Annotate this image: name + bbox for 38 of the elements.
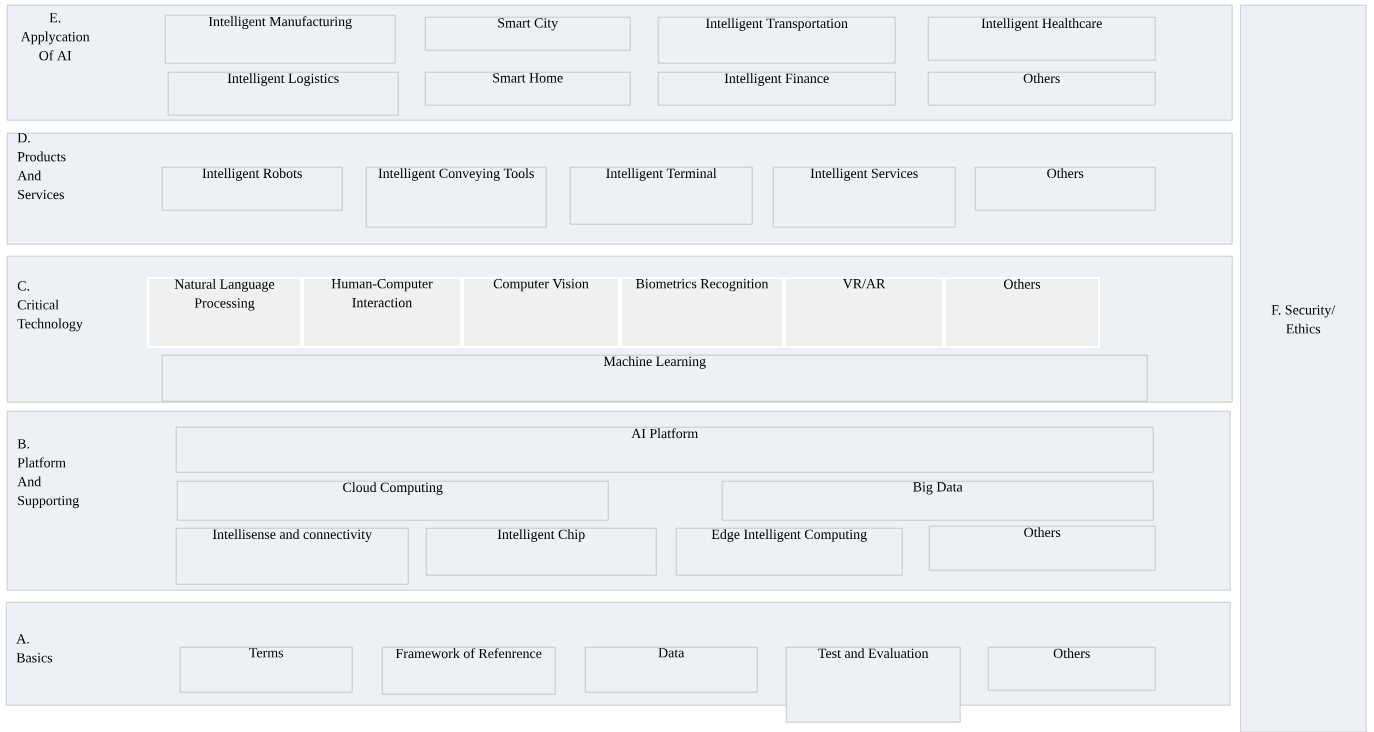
item-box: Data xyxy=(585,647,758,693)
item-box: Framework of Refenrence xyxy=(382,647,556,695)
item-box: AI Platform xyxy=(176,427,1154,473)
layer-heading: D. Products And Services xyxy=(17,133,66,200)
item-box: Machine Learning xyxy=(162,355,1148,402)
item-box: Intelligent Robots xyxy=(162,167,343,211)
item-box: Intelligent Finance xyxy=(658,72,896,106)
item-box: Intellisense and connectivity xyxy=(176,528,409,585)
item-box: Others xyxy=(929,526,1156,571)
technology-cell: Others xyxy=(944,277,1100,348)
technology-cell: Human-Computer Interaction xyxy=(302,277,462,348)
item-box: Intelligent Conveying Tools xyxy=(366,167,547,228)
item-box: Big Data xyxy=(722,481,1154,521)
item-box: Terms xyxy=(180,647,353,693)
layer-heading: E. Applycation Of AI xyxy=(20,13,90,61)
item-box: Edge Intelligent Computing xyxy=(676,528,903,576)
item-box: Intelligent Transportation xyxy=(658,17,896,64)
item-box: Others xyxy=(928,72,1156,106)
item-box: Intelligent Services xyxy=(773,167,956,228)
item-box: Smart Home xyxy=(425,72,631,106)
item-box: Intelligent Terminal xyxy=(570,167,753,225)
layer-heading: F. Security/ Ethics xyxy=(1271,305,1336,334)
layer-heading: A. Basics xyxy=(16,634,53,663)
technology-cell: Computer Vision xyxy=(462,277,620,348)
item-box: Intelligent Logistics xyxy=(168,72,399,116)
item-box: Intelligent Chip xyxy=(426,528,657,576)
item-box: Intelligent Manufacturing xyxy=(165,15,396,64)
item-box: Test and Evaluation xyxy=(786,647,961,723)
item-box: Intelligent Healthcare xyxy=(928,17,1156,61)
technology-cell: VR/AR xyxy=(784,277,944,348)
technology-cell: Natural Language Processing xyxy=(147,277,302,348)
item-box: Others xyxy=(988,647,1156,691)
item-box: Smart City xyxy=(425,17,631,51)
item-box: Cloud Computing xyxy=(177,481,609,521)
item-box: Others xyxy=(975,167,1156,211)
layer-heading: B. Platform And Supporting xyxy=(17,439,79,509)
technology-cell: Biometrics Recognition xyxy=(620,277,784,348)
layer-heading: C. Critical Technology xyxy=(17,281,83,332)
